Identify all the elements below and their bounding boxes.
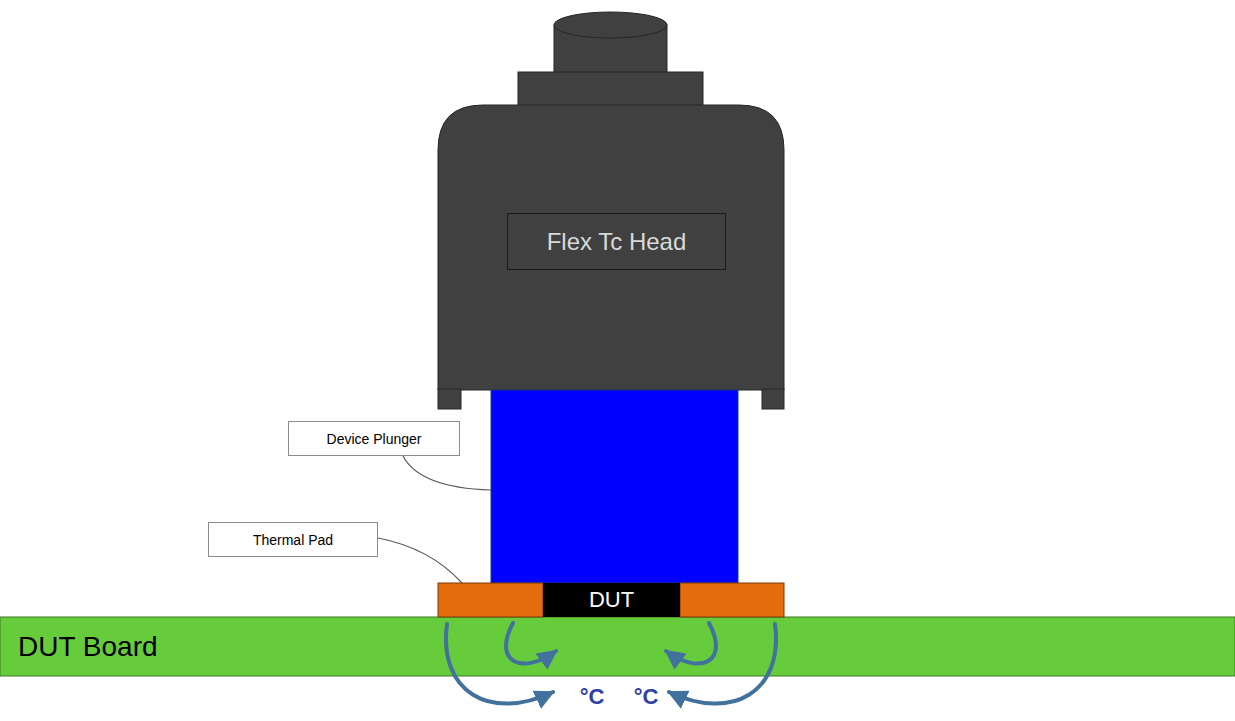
temperature-unit: °C	[634, 684, 659, 710]
node-text: Flex Tc Head	[547, 228, 687, 256]
node-text: DUT Board	[18, 631, 158, 663]
node-text: Thermal Pad	[253, 532, 333, 548]
dut-chip: DUT	[543, 583, 680, 617]
device-plunger	[491, 390, 738, 583]
heat-arrow	[446, 624, 553, 704]
heat-arrow	[669, 624, 776, 704]
leader-line	[378, 538, 462, 583]
head-name-box: Flex Tc Head	[507, 213, 726, 270]
dut-board: DUT Board	[0, 617, 1235, 676]
node-text: Device Plunger	[327, 431, 422, 447]
head-collar	[518, 72, 703, 106]
heat-arrow	[506, 623, 556, 664]
thermal-pad	[680, 583, 784, 617]
head-foot	[438, 389, 461, 409]
node-text: DUT	[589, 587, 634, 613]
heat-arrow	[666, 623, 716, 664]
thermal-pad	[438, 583, 543, 617]
dut-board-band	[0, 617, 1235, 676]
temperature-unit: °C	[580, 684, 605, 710]
head-foot	[762, 389, 784, 409]
head-knob-top	[554, 12, 667, 38]
leader-line	[403, 456, 491, 490]
callout-box: Device Plunger	[288, 421, 460, 456]
callout-box: Thermal Pad	[208, 522, 378, 557]
flex-tc-head-body	[438, 105, 784, 390]
